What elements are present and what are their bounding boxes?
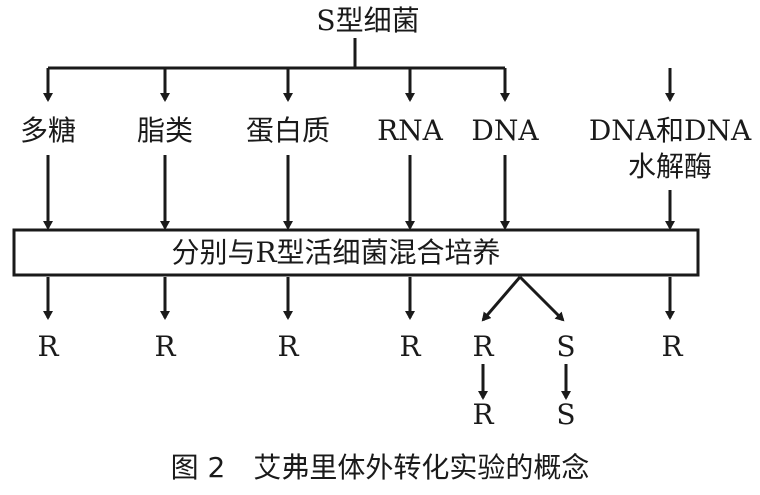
result-enzyme: R bbox=[661, 330, 683, 363]
arrow-to-result-dna-r bbox=[481, 276, 522, 322]
result-polysaccharide: R bbox=[37, 330, 59, 363]
offspring-s: S bbox=[556, 398, 575, 431]
result-protein: R bbox=[277, 330, 299, 363]
result-dna-s: S bbox=[556, 330, 575, 363]
offspring-r: R bbox=[472, 398, 494, 431]
label-protein: 蛋白质 bbox=[246, 114, 330, 147]
label-enzyme-line2: 水解酶 bbox=[628, 150, 712, 183]
arrow-to-result-dna-s bbox=[518, 275, 565, 322]
title-s-bacteria: S型细菌 bbox=[316, 4, 419, 37]
label-dna: DNA bbox=[471, 114, 539, 147]
culture-box-label: 分别与R型活细菌混合培养 bbox=[171, 236, 500, 269]
figure-caption: 图 2 艾弗里体外转化实验的概念 bbox=[171, 451, 590, 484]
culture-box bbox=[12, 228, 700, 277]
label-polysaccharide: 多糖 bbox=[20, 114, 76, 147]
result-dna-r: R bbox=[472, 330, 494, 363]
label-enzyme-line1: DNA和DNA bbox=[589, 114, 752, 147]
label-rna: RNA bbox=[377, 114, 444, 147]
label-lipid: 脂类 bbox=[137, 114, 193, 147]
result-lipid: R bbox=[154, 330, 176, 363]
result-rna: R bbox=[399, 330, 421, 363]
